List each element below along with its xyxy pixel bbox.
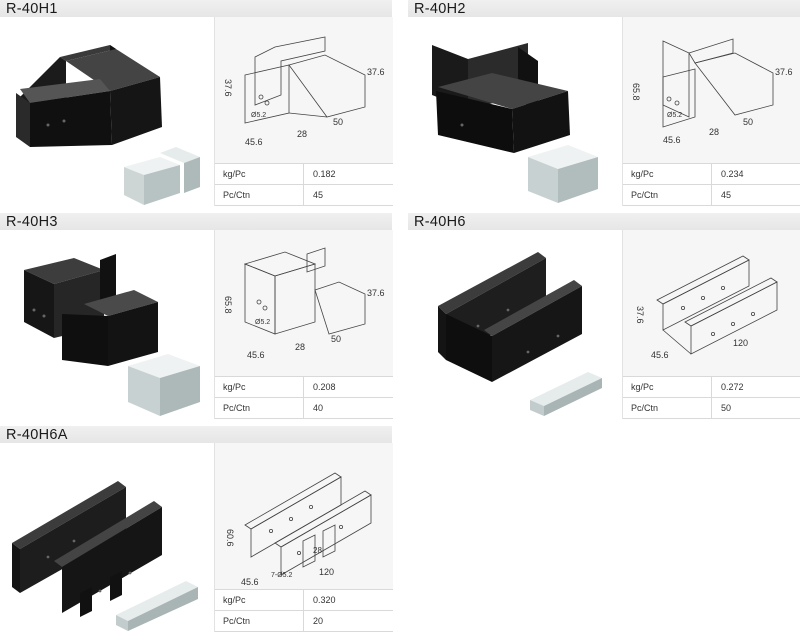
spec-value: 0.208 bbox=[313, 382, 336, 392]
spec-table: kg/Pc 0.182 Pc/Ctn 45 bbox=[214, 163, 393, 206]
spec-value: 45 bbox=[721, 190, 732, 200]
dim-hole: Ø5.2 bbox=[255, 319, 270, 326]
dim-length: 50 bbox=[333, 117, 343, 127]
dim-height-2: 37.6 bbox=[367, 288, 385, 298]
spec-row-carton: Pc/Ctn 20 bbox=[215, 610, 393, 632]
dim-hole: Ø5.2 bbox=[667, 112, 682, 119]
card-header: R-40H1 bbox=[0, 0, 392, 17]
spec-row-weight: kg/Pc 0.272 bbox=[623, 376, 800, 397]
dim-hole: Ø5.2 bbox=[251, 112, 266, 119]
spec-label: kg/Pc bbox=[631, 169, 654, 179]
dim-width: 45.6 bbox=[247, 350, 265, 360]
spec-value: 45 bbox=[313, 190, 324, 200]
spec-row-weight: kg/Pc 0.320 bbox=[215, 589, 393, 610]
dim-depth: 28 bbox=[295, 342, 305, 352]
dim-height-2: 37.6 bbox=[367, 67, 385, 77]
dim-length: 120 bbox=[319, 567, 334, 577]
spec-label: kg/Pc bbox=[223, 595, 246, 605]
product-title: R-40H2 bbox=[414, 1, 466, 17]
spec-row-carton: Pc/Ctn 40 bbox=[215, 397, 393, 419]
dim-length: 120 bbox=[733, 338, 748, 348]
technical-drawing: 65.8 37.6 45.6 28 50 Ø5.2 bbox=[214, 230, 393, 376]
dim-height: 37.6 bbox=[635, 306, 645, 324]
spec-table: kg/Pc 0.234 Pc/Ctn 45 bbox=[622, 163, 800, 206]
spec-row-weight: kg/Pc 0.182 bbox=[215, 163, 393, 184]
product-title: R-40H6 bbox=[414, 214, 466, 230]
spec-value: 20 bbox=[313, 616, 324, 626]
spec-row-weight: kg/Pc 0.234 bbox=[623, 163, 800, 184]
spec-table: kg/Pc 0.208 Pc/Ctn 40 bbox=[214, 376, 393, 419]
product-card-r40h3: R-40H3 65.8 37.6 45.6 bbox=[0, 213, 393, 419]
spec-label: Pc/Ctn bbox=[223, 190, 251, 200]
spec-label: Pc/Ctn bbox=[631, 190, 659, 200]
technical-drawing: 60.6 45.6 120 28 7-Ø5.2 bbox=[214, 443, 393, 589]
product-photo bbox=[0, 443, 212, 631]
dim-height: 65.8 bbox=[631, 83, 641, 101]
technical-drawing: 37.6 37.6 45.6 28 50 Ø5.2 bbox=[214, 17, 393, 163]
dim-width: 45.6 bbox=[663, 135, 681, 145]
spec-label: kg/Pc bbox=[223, 169, 246, 179]
dim-width: 45.6 bbox=[651, 350, 669, 360]
dim-width: 45.6 bbox=[241, 577, 259, 587]
spec-table: kg/Pc 0.272 Pc/Ctn 50 bbox=[622, 376, 800, 419]
spec-label: Pc/Ctn bbox=[631, 403, 659, 413]
spec-row-weight: kg/Pc 0.208 bbox=[215, 376, 393, 397]
technical-drawing: 37.6 45.6 120 bbox=[622, 230, 800, 376]
card-header: R-40H6 bbox=[408, 213, 800, 230]
spec-table: kg/Pc 0.320 Pc/Ctn 20 bbox=[214, 589, 393, 632]
product-title: R-40H3 bbox=[6, 214, 58, 230]
product-photo bbox=[408, 17, 620, 205]
dim-height: 37.6 bbox=[223, 79, 233, 97]
dim-width: 45.6 bbox=[245, 137, 263, 147]
product-card-r40h1: R-40H1 bbox=[0, 0, 393, 206]
dim-depth: 28 bbox=[297, 129, 307, 139]
spec-value: 0.182 bbox=[313, 169, 336, 179]
spec-row-carton: Pc/Ctn 45 bbox=[215, 184, 393, 206]
product-photo bbox=[408, 230, 620, 418]
dim-height: 60.6 bbox=[225, 529, 235, 547]
product-photo bbox=[0, 17, 212, 205]
card-header: R-40H3 bbox=[0, 213, 392, 230]
product-photo bbox=[0, 230, 212, 418]
product-card-r40h6a: R-40H6A 60.6 45.6 bbox=[0, 426, 393, 632]
spec-label: Pc/Ctn bbox=[223, 403, 251, 413]
spec-value: 0.320 bbox=[313, 595, 336, 605]
dim-depth: 28 bbox=[709, 127, 719, 137]
product-card-r40h6: R-40H6 37.6 45.6 bbox=[408, 213, 800, 419]
spec-label: kg/Pc bbox=[223, 382, 246, 392]
spec-value: 40 bbox=[313, 403, 324, 413]
dim-height-2: 37.6 bbox=[775, 67, 793, 77]
spec-value: 0.272 bbox=[721, 382, 744, 392]
product-title: R-40H6A bbox=[6, 427, 68, 443]
product-card-r40h2: R-40H2 65.8 37.6 45.6 28 50 bbox=[408, 0, 800, 206]
spec-row-carton: Pc/Ctn 50 bbox=[623, 397, 800, 419]
spec-value: 0.234 bbox=[721, 169, 744, 179]
dim-depth: 28 bbox=[313, 546, 322, 555]
card-header: R-40H2 bbox=[408, 0, 800, 17]
spec-row-carton: Pc/Ctn 45 bbox=[623, 184, 800, 206]
technical-drawing: 65.8 37.6 45.6 28 50 Ø5.2 bbox=[622, 17, 800, 163]
spec-label: kg/Pc bbox=[631, 382, 654, 392]
dim-height: 65.8 bbox=[223, 296, 233, 314]
spec-label: Pc/Ctn bbox=[223, 616, 251, 626]
dim-length: 50 bbox=[743, 117, 753, 127]
dim-hole: 7-Ø5.2 bbox=[271, 572, 293, 579]
card-header: R-40H6A bbox=[0, 426, 392, 443]
product-title: R-40H1 bbox=[6, 1, 58, 17]
dim-length: 50 bbox=[331, 334, 341, 344]
spec-value: 50 bbox=[721, 403, 732, 413]
